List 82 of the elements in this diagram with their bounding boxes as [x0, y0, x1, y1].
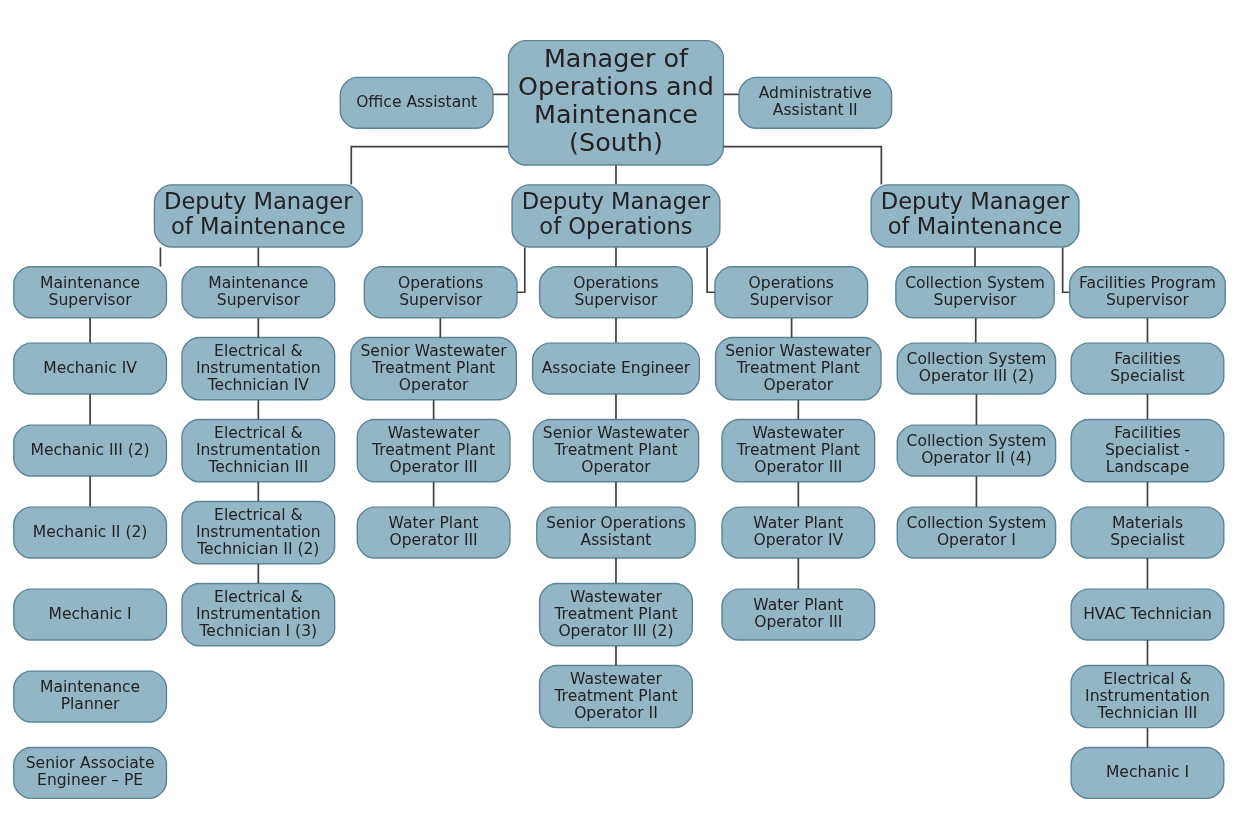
connector: [1146, 726, 1149, 748]
connector: [89, 392, 91, 426]
node-box: Wastewater Treatment Plant Operator III: [721, 418, 876, 482]
connector: [706, 246, 716, 293]
node-box: Mechanic I: [13, 587, 168, 641]
node-box: Senior Wastewater Treatment Plant Operator: [532, 418, 700, 482]
node-box: Collection System Operator I: [896, 505, 1057, 559]
node-box: Mechanic IV: [13, 341, 168, 395]
node-box: Collection System Operator III (2): [896, 341, 1057, 395]
node-box: Electrical & Instrumentation Technician III: [181, 418, 336, 482]
connector: [1146, 392, 1149, 420]
node-box: Mechanic III (2): [13, 423, 168, 477]
connector: [975, 392, 978, 426]
node-box: Facilities Program Supervisor: [1069, 265, 1226, 318]
node-box: Operations Supervisor: [538, 265, 693, 318]
node-box: Senior Operations Assistant: [536, 505, 696, 559]
connector: [615, 480, 617, 507]
connector: [432, 398, 435, 420]
node-box: Senior Associate Engineer – PE: [13, 746, 168, 799]
node-box: Senior Wastewater Treatment Plant Operator: [350, 336, 517, 400]
node-box: Maintenance Planner: [13, 669, 168, 723]
connector: [257, 562, 260, 584]
node-box: Water Plant Operator III: [721, 587, 876, 641]
node-box: Manager of Operations and Maintenance (South): [507, 39, 725, 166]
node-box: Wastewater Treatment Plant Operator III (2): [538, 582, 693, 646]
connector: [974, 316, 977, 344]
node-box: Facilities Specialist: [1070, 341, 1225, 395]
connector: [722, 145, 883, 185]
connector: [797, 480, 800, 507]
node-box: Deputy Manager of Maintenance: [153, 183, 363, 248]
connector: [1061, 246, 1071, 293]
connector: [432, 480, 435, 507]
node-box: Mechanic I: [1070, 746, 1225, 799]
node-box: Mechanic II (2): [13, 505, 168, 559]
connector: [615, 316, 617, 344]
node-box: Deputy Manager of Maintenance: [870, 183, 1080, 248]
connector: [257, 480, 260, 502]
connector: [257, 246, 260, 268]
connector: [1146, 316, 1149, 344]
node-box: Office Assistant: [339, 76, 494, 129]
connector: [89, 316, 91, 344]
connector: [797, 556, 800, 590]
node-box: HVAC Technician: [1070, 587, 1225, 641]
node-box: Water Plant Operator III: [356, 505, 511, 559]
node-box: Facilities Specialist - Landscape: [1070, 418, 1225, 482]
node-box: Deputy Manager of Operations: [511, 183, 721, 248]
node-box: Senior Wastewater Treatment Plant Operator: [714, 336, 882, 400]
node-box: Administrative Assistant II: [738, 76, 893, 129]
node-box: Electrical & Instrumentation Technician IV: [181, 336, 336, 400]
node-box: Associate Engineer: [531, 341, 701, 395]
connector: [615, 556, 617, 584]
connector: [1146, 638, 1149, 666]
node-box: Collection System Operator II (4): [896, 423, 1057, 477]
node-box: Operations Supervisor: [714, 265, 869, 318]
connector: [1146, 556, 1149, 590]
connector: [350, 145, 510, 185]
connector: [975, 474, 978, 508]
node-box: Maintenance Supervisor: [13, 265, 168, 318]
connector: [257, 398, 260, 420]
node-box: Collection System Supervisor: [895, 265, 1055, 318]
connector: [89, 474, 91, 508]
node-box: Wastewater Treatment Plant Operator III: [356, 418, 511, 482]
connector: [615, 246, 617, 268]
connector: [615, 644, 617, 666]
connector: [797, 398, 800, 420]
connector: [1146, 480, 1149, 507]
connector: [974, 246, 976, 268]
connector: [516, 246, 526, 293]
node-box: Electrical & Instrumentation Technician I (3): [181, 582, 336, 646]
connector: [615, 392, 617, 420]
connector: [615, 164, 617, 185]
connector: [159, 246, 162, 268]
connector: [439, 316, 442, 338]
node-box: Operations Supervisor: [363, 265, 518, 318]
node-box: Electrical & Instrumentation Technician III: [1070, 664, 1225, 728]
connector: [257, 316, 260, 338]
node-box: Water Plant Operator IV: [721, 505, 876, 559]
connector: [790, 316, 793, 338]
node-box: Maintenance Supervisor: [181, 265, 336, 318]
node-box: Electrical & Instrumentation Technician II (2): [181, 500, 336, 564]
node-box: Wastewater Treatment Plant Operator II: [538, 664, 693, 728]
node-box: Materials Specialist: [1070, 505, 1225, 559]
